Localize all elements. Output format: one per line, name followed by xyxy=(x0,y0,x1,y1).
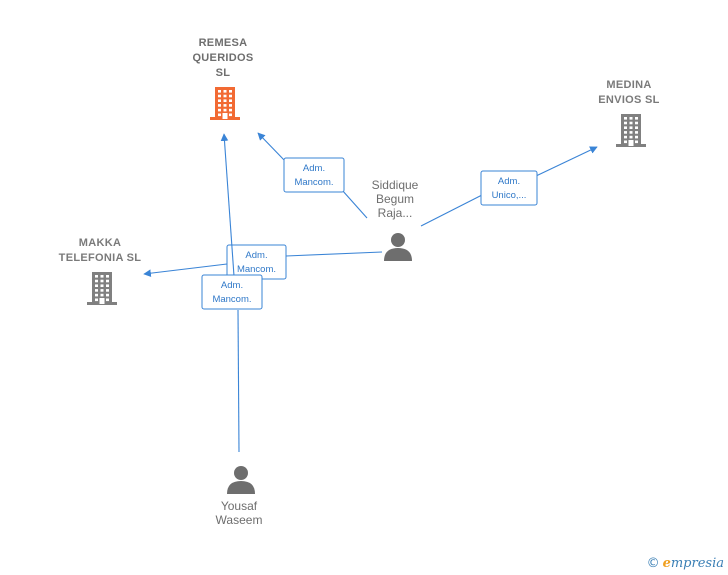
company-node-medina[interactable] xyxy=(616,114,646,147)
relation-siddique-makka: Adm. Mancom. xyxy=(143,244,383,280)
person-icon[interactable] xyxy=(227,466,255,494)
person-name: Siddique xyxy=(372,178,419,192)
building-icon[interactable] xyxy=(210,87,240,120)
relation-label-line: Mancom. xyxy=(237,264,276,275)
person-node-siddique[interactable] xyxy=(384,233,412,261)
relation-label-line: Adm. xyxy=(221,280,243,291)
company-name: MAKKA xyxy=(79,237,121,249)
relation-label-box[interactable] xyxy=(480,170,538,206)
relation-line xyxy=(237,309,240,453)
company-name: TELEFONIA SL xyxy=(59,252,142,264)
relation-line xyxy=(220,133,235,277)
company-name: MEDINA xyxy=(606,79,651,91)
building-icon[interactable] xyxy=(616,114,646,147)
relation-line xyxy=(285,251,383,257)
relation-label-box[interactable] xyxy=(201,274,263,310)
person-icon[interactable] xyxy=(384,233,412,261)
relation-label-line: Adm. xyxy=(303,163,325,174)
copyright-symbol: © xyxy=(646,556,660,571)
relation-line xyxy=(420,194,483,227)
relation-label-line: Mancom. xyxy=(294,177,333,188)
relation-line xyxy=(257,132,287,163)
company-name: SL xyxy=(216,67,231,79)
company-node-remesa[interactable] xyxy=(210,87,240,120)
company-name: REMESA xyxy=(199,37,248,49)
relation-label-line: Adm. xyxy=(498,176,520,187)
relation-label-line: Unico,... xyxy=(492,190,527,201)
person-name: Raja... xyxy=(378,206,413,220)
relation-yousaf-remesa: Adm. Mancom. xyxy=(201,133,263,453)
relation-label-box[interactable] xyxy=(283,157,345,193)
relation-siddique-medina: Adm. Unico,... xyxy=(420,146,598,227)
building-icon[interactable] xyxy=(87,272,117,305)
person-name: Yousaf xyxy=(221,499,258,513)
relation-siddique-remesa: Adm. Mancom. xyxy=(257,132,368,219)
brand-initial: e xyxy=(662,556,671,571)
relation-label-line: Adm. xyxy=(245,250,267,261)
person-node-yousaf[interactable] xyxy=(227,466,255,494)
person-name: Begum xyxy=(376,192,414,206)
company-name: ENVIOS SL xyxy=(598,94,659,106)
brand-name: mpresia xyxy=(670,556,724,571)
person-name: Waseem xyxy=(216,513,263,527)
empresia-logo: ©empresia xyxy=(647,556,724,571)
relation-line xyxy=(143,263,228,277)
relation-line xyxy=(341,189,368,219)
company-name: QUERIDOS xyxy=(192,52,253,64)
relation-line xyxy=(535,146,598,177)
relation-label-line: Mancom. xyxy=(212,294,251,305)
company-node-makka[interactable] xyxy=(87,272,117,305)
